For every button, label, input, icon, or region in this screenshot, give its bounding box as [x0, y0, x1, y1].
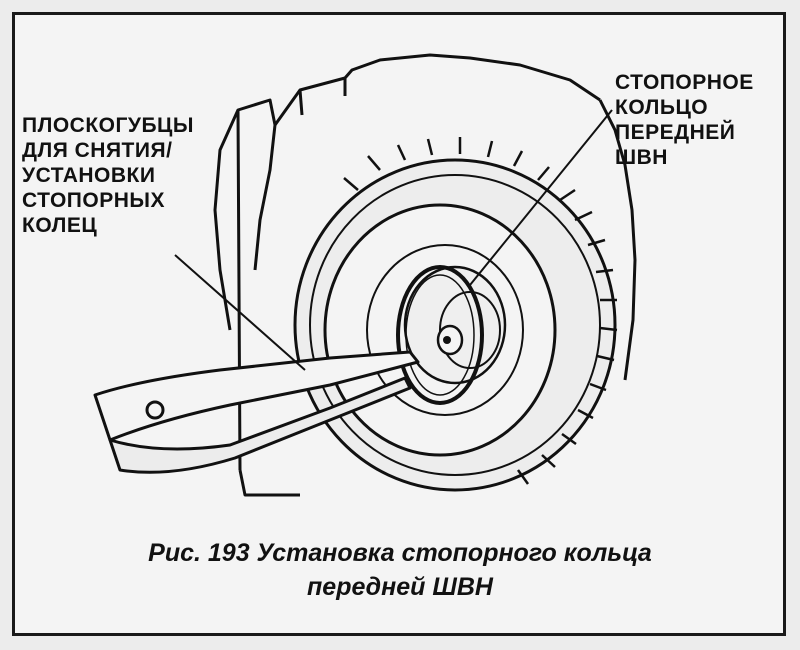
clutch-drum: [213, 53, 637, 497]
figure-caption: Рис. 193 Установка стопорного кольца пер…: [40, 536, 760, 604]
shaft-center: [436, 291, 501, 369]
snap-ring-label: СТОПОРНОЕ КОЛЬЦО ПЕРЕДНЕЙ ШВН: [615, 71, 754, 169]
leader-lines: [174, 109, 613, 371]
leader-line-pliers: [174, 254, 306, 371]
pliers-label: ПЛОСКОГУБЦЫ ДЛЯ СНЯТИЯ/ УСТАНОВКИ СТОПОР…: [22, 114, 194, 237]
snap-ring-pliers: [93, 350, 420, 474]
snap-ring: [396, 265, 484, 405]
caption-line-2: передней ШВН: [307, 573, 493, 601]
caption-line-1: Рис. 193 Установка стопорного кольца: [148, 539, 652, 567]
leader-line-snap-ring: [469, 109, 613, 286]
